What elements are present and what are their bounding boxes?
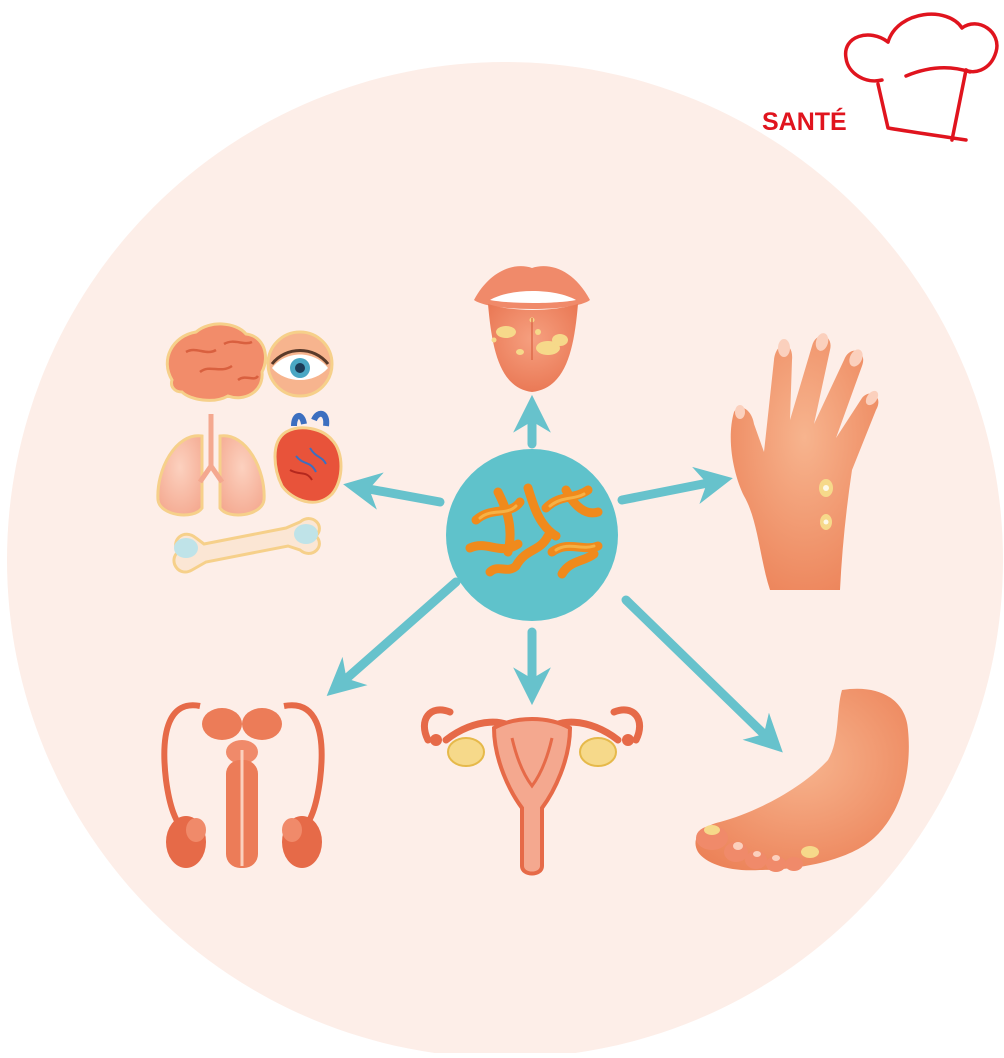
chef-hat-icon [846, 14, 997, 140]
brand-label: SANTÉ [762, 107, 847, 136]
brain-icon [167, 324, 265, 400]
bacteria-icon [446, 449, 618, 621]
eye-icon [268, 332, 332, 396]
